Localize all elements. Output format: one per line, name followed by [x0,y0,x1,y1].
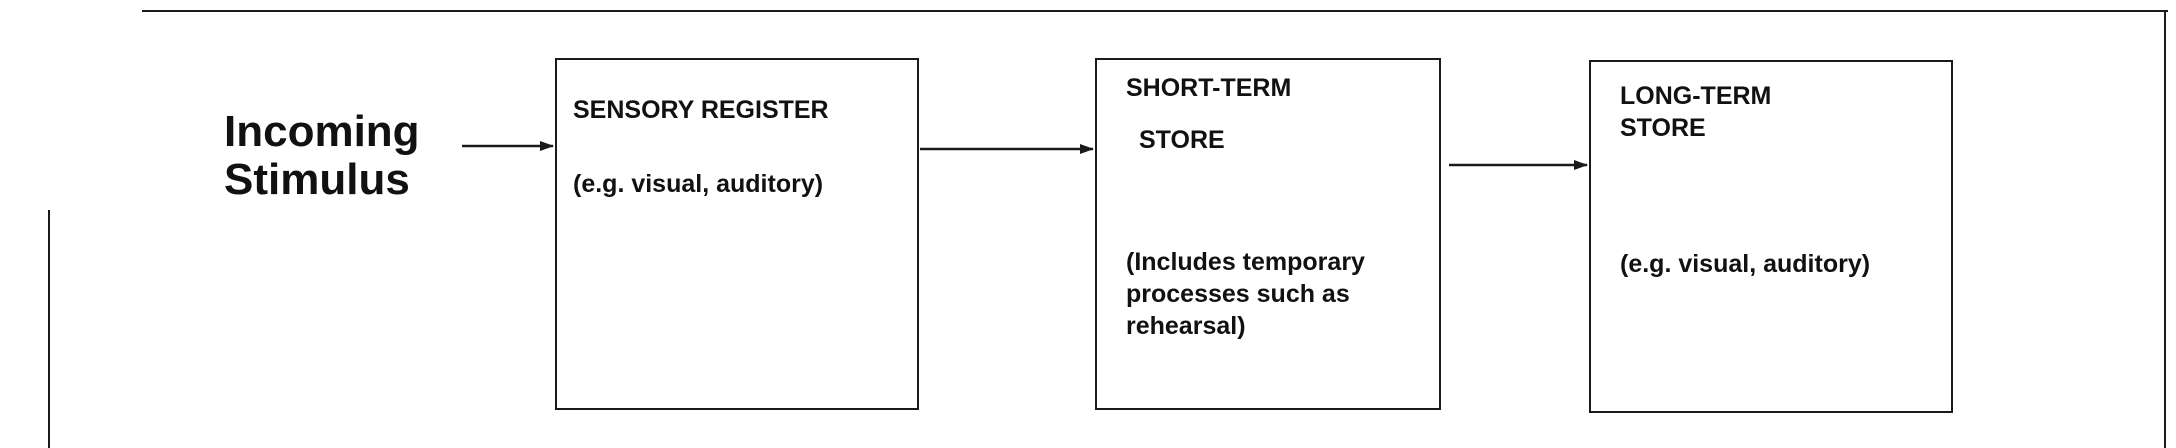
sensory-register-description: (e.g. visual, auditory) [573,170,824,198]
frame-top-border [142,10,2168,12]
frame-right-border [2164,10,2166,448]
frame-left-border [48,210,50,448]
long-term-store-title: LONG-TERM STORE [1620,82,1772,142]
short-term-store-title-line-1: SHORT-TERM [1126,74,1292,102]
long-term-store-box: LONG-TERM STORE (e.g. visual, auditory) [1589,60,1953,413]
short-term-store-description: (Includes temporary processes such as re… [1126,248,1365,340]
short-term-store-title-line-2: STORE [1139,126,1225,154]
sensory-register-box: SENSORY REGISTER (e.g. visual, auditory) [555,58,919,410]
incoming-stimulus-label: Incoming Stimulus [224,107,420,204]
sensory-register-title: SENSORY REGISTER [573,96,829,124]
short-term-store-box: SHORT-TERM STORE (Includes temporary pro… [1095,58,1441,410]
long-term-store-description: (e.g. visual, auditory) [1620,250,1871,278]
